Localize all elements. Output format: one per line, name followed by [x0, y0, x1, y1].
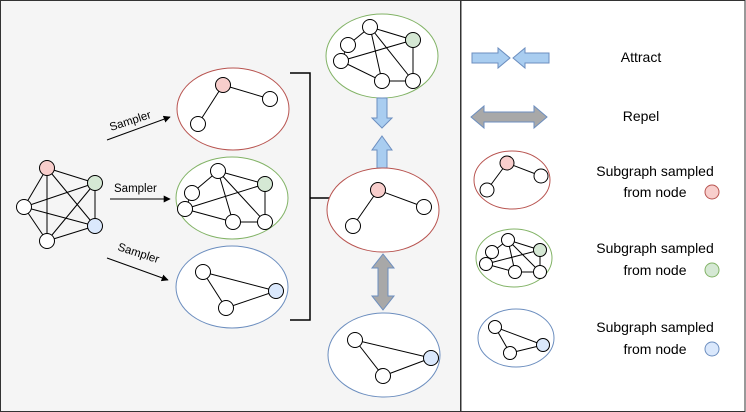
legend-red-line1: Subgraph sampled: [596, 163, 714, 179]
right-green-subgraph-node: [362, 19, 378, 35]
legend-blue-line2: from node: [623, 341, 686, 357]
legend-repel-arrow: [470, 104, 548, 130]
attract-arrow-vertical: [370, 97, 394, 169]
legend-green-node-swatch: [704, 262, 720, 278]
blue-subgraph-node: [218, 300, 234, 316]
green-subgraph-node: [225, 214, 241, 230]
legend-blue-subgraph-blue-node: [536, 338, 550, 352]
legend-blue-subgraph-node: [488, 320, 502, 334]
legend-green-subgraph-green-node: [533, 243, 547, 257]
right-red-subgraph-red-node: [370, 182, 386, 198]
sampler-arrow-blue: [106, 257, 169, 282]
green-subgraph-node: [177, 201, 193, 217]
red-subgraph-red-node: [215, 77, 231, 93]
legend-green-subgraph-node: [479, 257, 493, 271]
sampler-arrow-red: [106, 115, 171, 141]
right-green-subgraph-node: [374, 73, 390, 89]
legend-blue-node-swatch: [704, 341, 720, 357]
full-graph-node: [16, 199, 32, 215]
bracket: [290, 72, 332, 321]
legend-attract-label: Attract: [621, 49, 662, 65]
right-blue-subgraph-node: [375, 368, 391, 384]
legend-green-subgraph-node: [501, 233, 515, 247]
blue-subgraph-node: [195, 264, 211, 280]
legend-blue-subgraph-ellipse: [477, 308, 555, 368]
right-green-subgraph-node: [405, 73, 421, 89]
right-green-subgraph-node: [340, 37, 356, 53]
full-graph-red-node: [39, 160, 55, 176]
legend-red-subgraph-node: [533, 168, 549, 184]
right-blue-subgraph-node: [347, 332, 363, 348]
sampler-label-green: Sampler: [114, 183, 157, 195]
green-subgraph-node: [184, 185, 200, 201]
legend-blue-subgraph-node: [503, 346, 517, 360]
green-subgraph-node: [257, 214, 273, 230]
green-subgraph-node: [210, 163, 226, 179]
right-green-subgraph-node: [333, 53, 349, 69]
legend-green-subgraph-node: [533, 265, 547, 279]
full-graph-blue-node: [87, 218, 103, 234]
red-subgraph-ellipse: [176, 67, 290, 151]
blue-subgraph-blue-node: [268, 283, 284, 299]
full-graph-node: [39, 233, 55, 249]
legend-green-line1: Subgraph sampled: [596, 240, 714, 256]
legend-green-subgraph-node: [508, 265, 522, 279]
right-red-subgraph-node: [345, 218, 361, 234]
legend-red-subgraph-node: [479, 182, 495, 198]
legend-attract-arrow: [471, 46, 550, 70]
legend-repel-label: Repel: [623, 108, 660, 124]
full-graph-green-node: [87, 175, 103, 191]
right-green-subgraph-green-node: [405, 32, 421, 48]
legend-red-node-swatch: [704, 184, 720, 200]
red-subgraph-node: [190, 116, 206, 132]
legend-green-subgraph-node: [485, 245, 499, 259]
right-red-subgraph-node: [416, 199, 432, 215]
right-blue-subgraph-blue-node: [423, 350, 439, 366]
legend-red-line2: from node: [623, 184, 686, 200]
legend-blue-line1: Subgraph sampled: [596, 319, 714, 335]
repel-arrow-vertical: [370, 253, 396, 311]
green-subgraph-green-node: [257, 176, 273, 192]
legend-red-subgraph-red-node: [499, 155, 515, 171]
red-subgraph-node: [262, 91, 278, 107]
legend-green-line2: from node: [623, 262, 686, 278]
right-blue-subgraph-ellipse: [327, 312, 441, 398]
